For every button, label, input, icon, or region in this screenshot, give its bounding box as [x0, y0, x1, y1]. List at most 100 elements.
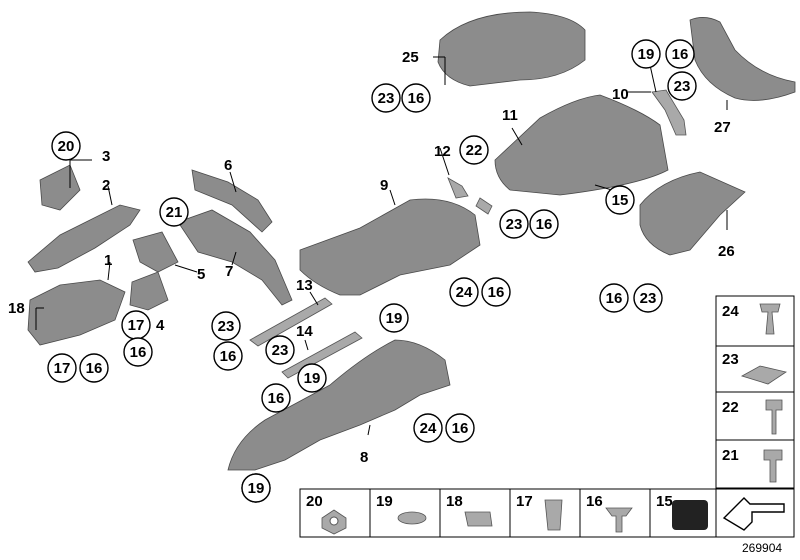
legend-label-21: 21	[722, 447, 739, 464]
legend-label-16: 16	[586, 493, 603, 510]
callout-16: 16	[481, 277, 511, 307]
plug-rivet-icon	[544, 499, 563, 531]
circled-callouts: 2021171716162316231619191624162416231622…	[47, 39, 697, 503]
callout-circle	[123, 337, 153, 367]
callout-number: 19	[386, 310, 403, 327]
label-14: 14	[296, 323, 313, 340]
callout-circle	[631, 39, 661, 69]
callout-number: 23	[218, 318, 235, 335]
callout-16: 16	[529, 209, 559, 239]
callout-number: 21	[166, 204, 183, 221]
callout-circle	[445, 413, 475, 443]
callout-circle	[633, 283, 663, 313]
callout-16: 16	[445, 413, 475, 443]
callout-circle	[449, 277, 479, 307]
callout-number: 16	[220, 348, 237, 365]
part-number-labels: 25 27 11 10 12 9 6 7 5 3 2 1 4 18 13 14 …	[8, 49, 735, 466]
callout-circle	[459, 135, 489, 165]
callout-circle	[211, 311, 241, 341]
legend-label-20: 20	[306, 493, 323, 510]
label-11: 11	[502, 107, 518, 124]
callout-number: 19	[638, 46, 655, 63]
label-2: 2	[102, 177, 110, 194]
callout-19: 19	[379, 303, 409, 333]
leader-lines	[35, 56, 728, 436]
part-11-heat-shield	[494, 94, 669, 196]
callout-number: 16	[488, 284, 505, 301]
callout-15: 15	[605, 185, 635, 215]
legend-box-arrow	[715, 488, 795, 538]
callout-circle	[213, 341, 243, 371]
hex-nut-hole-icon	[329, 516, 339, 526]
label-7: 7	[225, 263, 233, 280]
callout-number: 24	[456, 284, 473, 301]
callout-23: 23	[211, 311, 241, 341]
part-8-floor-shield	[227, 339, 451, 471]
label-13: 13	[296, 277, 313, 294]
callout-21: 21	[159, 197, 189, 227]
callout-number: 23	[674, 78, 691, 95]
callout-number: 15	[612, 192, 629, 209]
diagram-number: 269904	[742, 541, 782, 555]
legend-label-15: 15	[656, 493, 673, 510]
callout-number: 16	[408, 90, 425, 107]
callout-circle	[379, 303, 409, 333]
clip-nut-icon	[464, 511, 493, 527]
callout-17: 17	[121, 310, 151, 340]
screw-icon	[605, 507, 633, 533]
legend-label-23: 23	[722, 351, 739, 368]
callout-circle	[413, 413, 443, 443]
callout-number: 16	[536, 216, 553, 233]
legend-box-24	[715, 295, 795, 347]
legend-label-18: 18	[446, 493, 463, 510]
part-2-shield	[27, 204, 141, 273]
callout-circle	[401, 83, 431, 113]
legend-box-17	[509, 488, 581, 538]
spring-nut-icon	[740, 365, 787, 385]
callout-circle	[51, 131, 81, 161]
callout-16: 16	[401, 83, 431, 113]
label-27: 27	[714, 119, 731, 136]
callout-circle	[665, 39, 695, 69]
legend-label-19: 19	[376, 493, 393, 510]
part-1-shield	[27, 279, 126, 346]
callout-circle	[529, 209, 559, 239]
callout-16: 16	[213, 341, 243, 371]
callout-circle	[499, 209, 529, 239]
callout-number: 16	[606, 290, 623, 307]
callout-24: 24	[413, 413, 443, 443]
label-3: 3	[102, 148, 110, 165]
callout-23: 23	[499, 209, 529, 239]
part-3-shield	[39, 164, 81, 211]
callout-16: 16	[79, 353, 109, 383]
callout-16: 16	[599, 283, 629, 313]
label-1: 1	[104, 252, 112, 269]
legend-label-24: 24	[722, 303, 739, 320]
callout-circle	[371, 83, 401, 113]
part-6-shield	[191, 169, 273, 233]
label-12: 12	[434, 143, 451, 160]
callout-16: 16	[665, 39, 695, 69]
callout-number: 17	[54, 360, 71, 377]
rubber-buffer-icon	[672, 500, 708, 530]
part-27-heat-shield	[689, 17, 796, 101]
callout-number: 17	[128, 317, 145, 334]
expanding-rivet-icon	[759, 303, 781, 335]
label-10: 10	[612, 86, 629, 103]
callout-circle	[241, 473, 271, 503]
callout-circle	[47, 353, 77, 383]
callout-number: 16	[130, 344, 147, 361]
callout-23: 23	[633, 283, 663, 313]
callout-number: 16	[268, 390, 285, 407]
label-18: 18	[8, 300, 25, 317]
part-7-shield	[177, 209, 293, 306]
label-8: 8	[360, 449, 368, 466]
part-26-heat-shield	[639, 171, 746, 256]
callout-circle	[599, 283, 629, 313]
callout-circle	[159, 197, 189, 227]
callout-circle	[667, 71, 697, 101]
callout-number: 20	[58, 138, 75, 155]
callout-number: 23	[378, 90, 395, 107]
callout-19: 19	[631, 39, 661, 69]
part-14-strip	[281, 331, 363, 379]
